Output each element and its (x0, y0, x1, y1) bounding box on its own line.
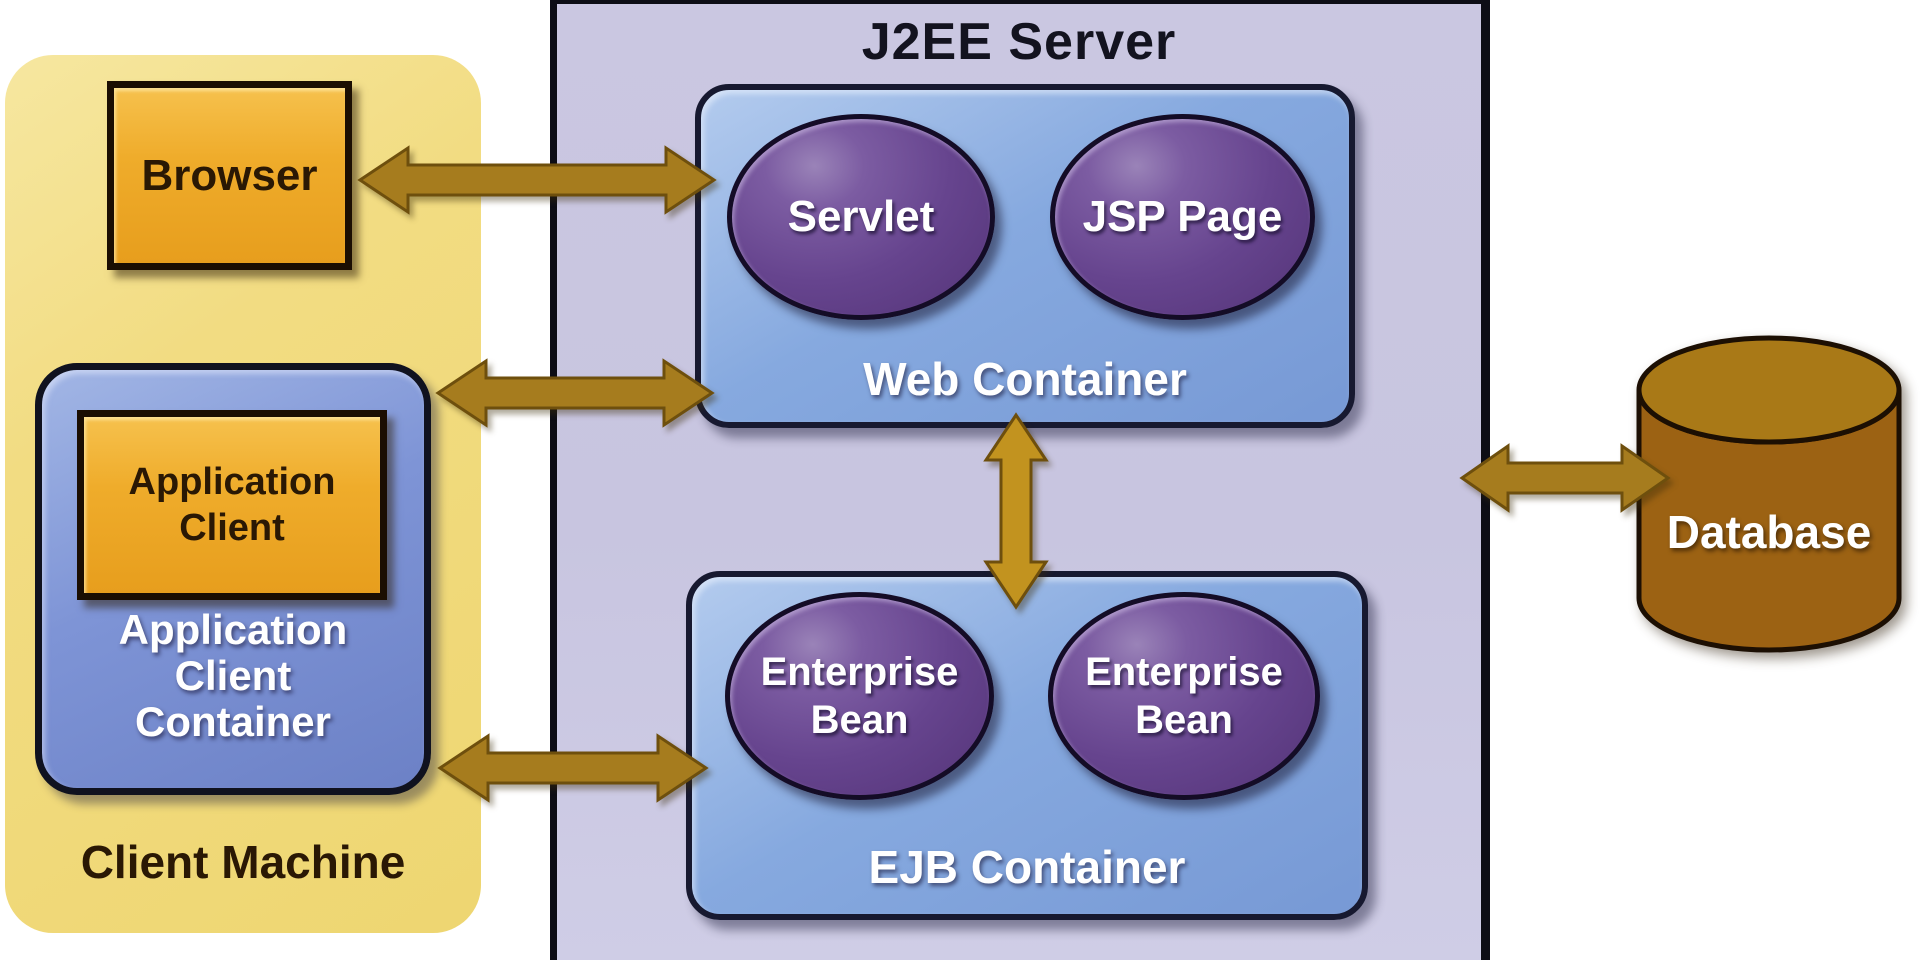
enterprise-bean-oval-2: Enterprise Bean (1048, 592, 1320, 800)
enterprise-bean-1-line1: Enterprise (760, 650, 959, 694)
application-client-label-line1: Application (128, 461, 336, 503)
database-label: Database (1666, 506, 1872, 558)
ejb-container-label: EJB Container (868, 841, 1186, 893)
ejb-container-box: Enterprise Bean Enterprise Bean EJB Cont… (686, 571, 1368, 920)
servlet-oval: Servlet (727, 114, 995, 320)
browser-label: Browser (141, 150, 318, 200)
client-machine-panel: Browser Application Client Application C… (5, 55, 481, 933)
application-client-container-label: Application Client Container (42, 607, 424, 745)
application-client-container-box: Application Client Application Client Co… (35, 363, 431, 795)
arrow-server-database-icon (1459, 443, 1671, 513)
jsp-page-oval: JSP Page (1050, 114, 1315, 320)
web-container-label: Web Container (863, 353, 1187, 405)
database-cylinder-icon (1636, 335, 1902, 653)
j2ee-server-title: J2EE Server (861, 13, 1177, 71)
browser-box: Browser (107, 81, 352, 270)
enterprise-bean-oval-1: Enterprise Bean (725, 592, 994, 800)
jsp-page-label: JSP Page (1082, 192, 1283, 241)
j2ee-server-panel: J2EE Server Servlet JSP Page Web Contain… (550, 0, 1490, 960)
acc-label-line2: Client (174, 652, 292, 699)
servlet-label: Servlet (787, 192, 935, 241)
application-client-box: Application Client (77, 410, 387, 600)
acc-label-line1: Application (118, 606, 348, 653)
web-container-box: Servlet JSP Page Web Container (695, 84, 1355, 428)
acc-label-line3: Container (134, 698, 331, 745)
enterprise-bean-2-line1: Enterprise (1085, 650, 1283, 694)
enterprise-bean-2-line2: Bean (1135, 698, 1233, 742)
application-client-label-line2: Client (179, 507, 285, 549)
client-machine-label: Client Machine (80, 836, 406, 888)
enterprise-bean-1-line2: Bean (810, 698, 909, 742)
